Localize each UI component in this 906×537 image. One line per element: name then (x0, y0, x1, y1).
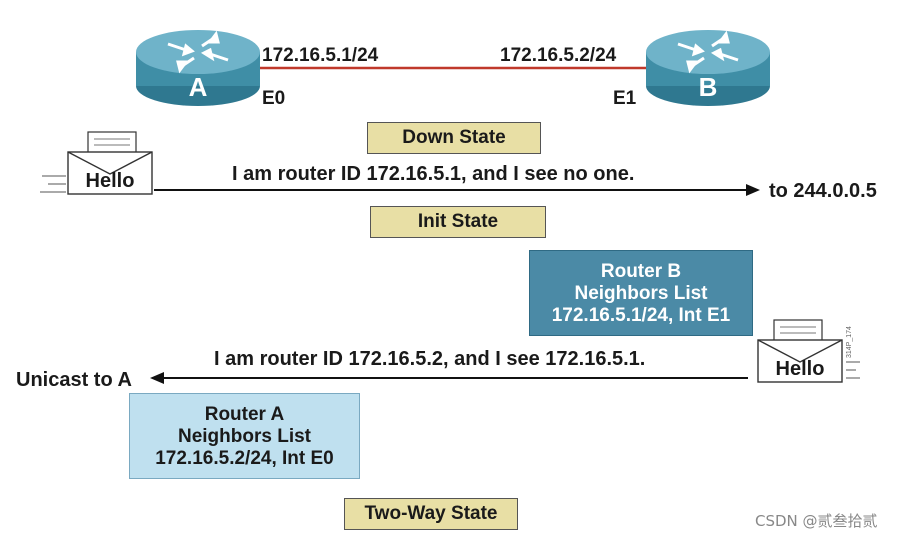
hello-destination-a: to 244.0.0.5 (769, 180, 877, 202)
neighbors-a-line2: Neighbors List (177, 426, 311, 447)
router-b-label: B (698, 72, 718, 102)
state-init: Init State (370, 206, 546, 238)
router-icon (136, 30, 260, 106)
hello-label-b: Hello (775, 358, 825, 380)
router-b: B (638, 24, 778, 110)
hello-arrow-a (154, 184, 760, 196)
hello-message-b: I am router ID 172.16.5.2, and I see 172… (214, 348, 646, 370)
neighbors-a-line3: 172.16.5.2/24, Int E0 (155, 448, 334, 469)
watermark: CSDN @贰叁拾贰 (755, 512, 878, 530)
router-a-neighbors-list: Router A Neighbors List 172.16.5.2/24, I… (129, 393, 360, 479)
state-down: Down State (367, 122, 541, 154)
neighbors-b-line3: 172.16.5.1/24, Int E1 (551, 305, 731, 326)
router-b-neighbors-list: Router B Neighbors List 172.16.5.1/24, I… (529, 250, 753, 336)
envelope-icon (67, 131, 153, 195)
neighbors-b-line2: Neighbors List (574, 283, 708, 304)
hello-destination-b: Unicast to A (16, 369, 132, 391)
router-a: A (128, 24, 268, 110)
speed-lines-b (846, 361, 860, 379)
neighbors-b-line1: Router B (600, 261, 682, 282)
router-b-interface: E1 (613, 88, 637, 109)
router-a-interface: E0 (262, 88, 286, 109)
router-a-label: A (188, 72, 208, 102)
router-a-ip: 172.16.5.1/24 (262, 45, 379, 66)
hello-arrow-b (150, 372, 748, 384)
hello-label-a: Hello (85, 170, 135, 192)
speed-lines-a (40, 175, 66, 193)
hello-envelope-a: Hello (66, 130, 154, 196)
hello-message-a: I am router ID 172.16.5.1, and I see no … (232, 163, 635, 185)
hello-envelope-b: Hello (756, 318, 844, 384)
envelope-icon (757, 319, 843, 383)
figure-code: 314P_174 (846, 326, 853, 358)
state-two-way: Two-Way State (344, 498, 518, 530)
router-icon (646, 30, 770, 106)
neighbors-a-line1: Router A (204, 404, 285, 425)
router-b-ip: 172.16.5.2/24 (500, 45, 617, 66)
